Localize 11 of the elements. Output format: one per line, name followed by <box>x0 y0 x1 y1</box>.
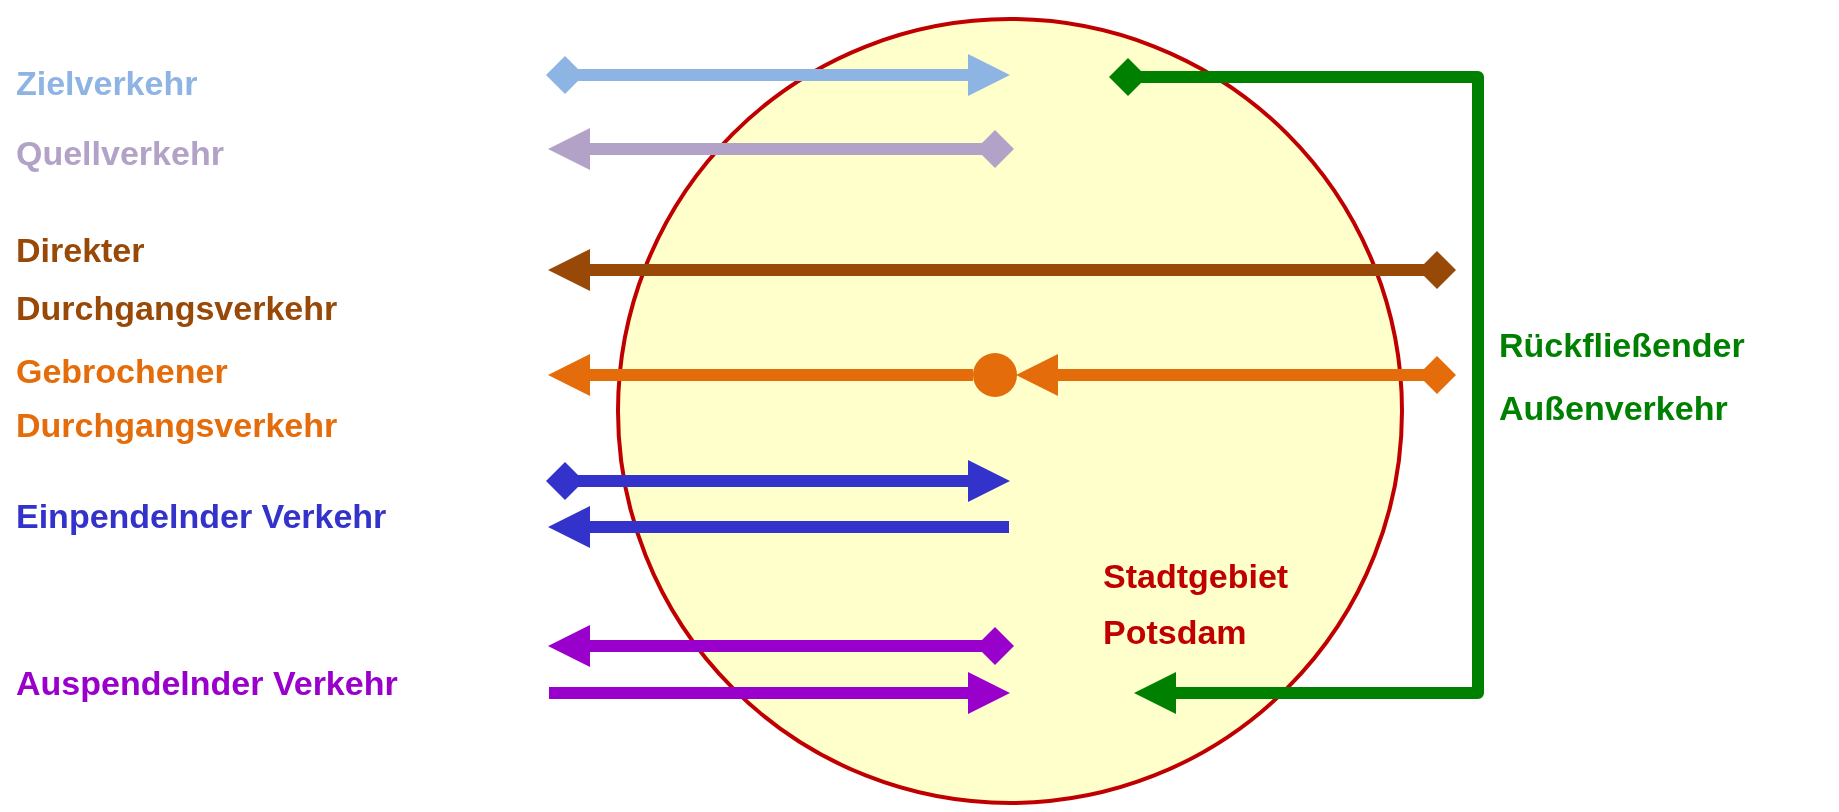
traffic-type-label: Direkter Durchgangsverkehr <box>16 230 339 329</box>
arrow <box>1016 354 1456 396</box>
traffic-type-label: Quellverkehr <box>16 133 224 174</box>
traffic-type-label: Zielverkehr <box>16 63 198 104</box>
arrow <box>548 354 973 396</box>
traffic-type-label: Auspendelnder Verkehr <box>16 663 398 704</box>
area-label: Stadtgebiet Potsdam <box>1103 556 1290 654</box>
traffic-type-label: Gebrochener Durchgangsverkehr <box>16 351 339 447</box>
traffic-type-label: Einpendelnder Verkehr <box>16 496 387 537</box>
transfer-point <box>973 353 1017 397</box>
traffic-type-label: Rückfließender Außenverkehr <box>1499 325 1746 429</box>
